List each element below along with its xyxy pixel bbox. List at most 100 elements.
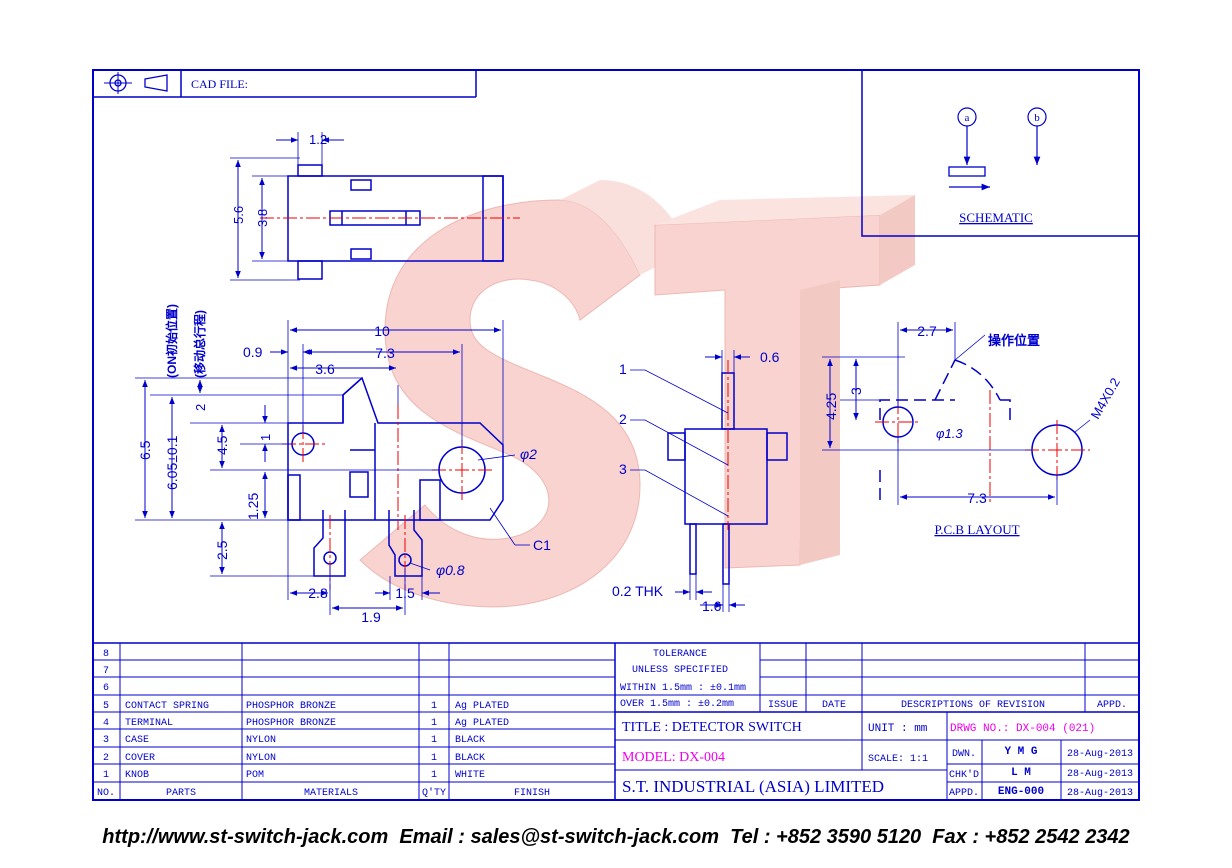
revision-date-header: DATE — [822, 700, 846, 711]
callout-1: 1 — [619, 361, 627, 377]
svg-text:PHOSPHOR BRONZE: PHOSPHOR BRONZE — [246, 718, 336, 729]
svg-text:Ag PLATED: Ag PLATED — [455, 701, 509, 712]
st-watermark-logo — [359, 180, 915, 608]
dim-4-5: 4.5 — [214, 435, 230, 455]
dim-1-25: 1.25 — [245, 493, 261, 520]
tolerance-subtitle: UNLESS SPECIFIED — [632, 665, 728, 676]
svg-text:MATERIALS: MATERIALS — [304, 788, 358, 799]
svg-text:CONTACT SPRING: CONTACT SPRING — [125, 701, 209, 712]
pcb-layout-label: P.C.B LAYOUT — [934, 522, 1019, 537]
bom-header: NO. PARTS MATERIALS Q'TY FINISH — [97, 787, 550, 799]
svg-text:FINISH: FINISH — [514, 788, 550, 799]
pcb-dim-3: 3 — [848, 387, 864, 395]
schematic-box: a b SCHEMATIC — [861, 70, 1139, 237]
dwn-label: DWN. — [952, 749, 976, 760]
chkd-label: CHK'D — [949, 769, 979, 781]
revision-appd-header: APPD. — [1097, 700, 1127, 711]
dim-0-6: 0.6 — [760, 349, 780, 365]
pcb-dim-m4: M4X0.2 — [1088, 375, 1123, 421]
svg-text:1: 1 — [431, 718, 437, 729]
drawing-border — [92, 69, 1140, 801]
svg-text:NO.: NO. — [97, 788, 115, 799]
title-block-grid — [93, 642, 1139, 800]
tolerance-over: OVER 1.5mm : ±0.2mm — [620, 699, 734, 710]
bom-table: 8 7 6 5 CONTACT SPRING PHOSPHOR BRONZE 1… — [97, 649, 550, 799]
svg-text:COVER: COVER — [125, 753, 155, 764]
svg-text:NYLON: NYLON — [246, 753, 276, 764]
svg-text:7: 7 — [103, 666, 109, 677]
schematic-terminal-b: b — [1034, 112, 1040, 124]
svg-text:1: 1 — [431, 701, 437, 712]
bom-row: 3 CASE NYLON 1 BLACK — [103, 735, 485, 746]
svg-text:POM: POM — [246, 770, 264, 781]
cad-file-label: CAD FILE: — [191, 77, 248, 91]
dim-0-2-thk: 0.2 THK — [612, 583, 664, 599]
svg-text:WHITE: WHITE — [455, 770, 485, 781]
callout-3: 3 — [619, 461, 627, 477]
svg-text:PARTS: PARTS — [166, 788, 196, 799]
chkd-date: 28-Aug-2013 — [1067, 769, 1133, 780]
model-label: MODEL: DX-004 — [622, 750, 725, 765]
bom-row: 7 — [103, 666, 109, 677]
svg-text:BLACK: BLACK — [455, 753, 485, 764]
revision-desc-header: DESCRIPTIONS OF REVISION — [901, 700, 1045, 711]
dim-2-5: 2.5 — [214, 540, 230, 560]
dim-7-3: 7.3 — [375, 345, 395, 361]
appd-label: APPD. — [949, 788, 979, 799]
svg-text:TERMINAL: TERMINAL — [125, 718, 173, 729]
pcb-dim-phi1-3: φ1.3 — [936, 426, 963, 441]
svg-text:4: 4 — [103, 718, 109, 729]
svg-text:CASE: CASE — [125, 735, 149, 746]
pcb-operating-position: 操作位置 — [988, 333, 1040, 348]
svg-text:5: 5 — [103, 701, 109, 712]
dim-5-6: 5.6 — [231, 206, 246, 224]
dim-1: 1 — [258, 434, 273, 441]
callout-2: 2 — [619, 411, 627, 427]
pcb-dim-2-7: 2.7 — [917, 323, 937, 339]
company-name: S.T. INDUSTRIAL (ASIA) LIMITED — [622, 777, 884, 796]
projection-symbol-icon — [104, 72, 168, 94]
pcb-dim-7-3: 7.3 — [967, 490, 987, 506]
cad-file-box: CAD FILE: — [93, 70, 477, 98]
bom-row: 1 KNOB POM 1 WHITE — [103, 770, 485, 781]
bom-row: 8 — [103, 649, 109, 660]
svg-text:1: 1 — [103, 770, 109, 781]
svg-text:KNOB: KNOB — [125, 770, 149, 781]
dim-1-5: 1.5 — [395, 585, 415, 601]
svg-text:1: 1 — [431, 753, 437, 764]
dim-c1: C1 — [533, 537, 551, 553]
svg-text:Ag PLATED: Ag PLATED — [455, 718, 509, 729]
contact-footer: http://www.st-switch-jack.com Email : sa… — [102, 826, 1130, 848]
bom-row: 4 TERMINAL PHOSPHOR BRONZE 1 Ag PLATED — [103, 718, 509, 729]
dim-3-8: 3.8 — [255, 209, 270, 227]
svg-text:NYLON: NYLON — [246, 735, 276, 746]
dwn-name: Y M G — [1004, 746, 1037, 758]
pcb-dim-4-25: 4.25 — [823, 393, 839, 420]
svg-text:PHOSPHOR BRONZE: PHOSPHOR BRONZE — [246, 701, 336, 712]
dim-2-8: 2.8 — [308, 585, 328, 601]
drawing-number: DRWG NO.: DX-004 (021) — [950, 723, 1095, 735]
chkd-name: L M — [1011, 767, 1031, 779]
revision-issue-header: ISSUE — [768, 700, 798, 711]
schematic-terminal-a: a — [965, 112, 970, 124]
dim-1-9: 1.9 — [361, 609, 381, 625]
drawing-title: TITLE : DETECTOR SWITCH — [622, 720, 802, 735]
dim-0-9: 0.9 — [243, 344, 263, 360]
svg-text:BLACK: BLACK — [455, 735, 485, 746]
schematic-label: SCHEMATIC — [959, 210, 1033, 225]
appd-date: 28-Aug-2013 — [1067, 788, 1133, 799]
bom-row: 6 — [103, 683, 109, 694]
dim-6-05: 6.05±0.1 — [164, 435, 180, 490]
dim-3-6: 3.6 — [315, 361, 335, 377]
dim-10: 10 — [374, 323, 390, 339]
pcb-layout — [822, 322, 1091, 505]
dim-phi0-8: φ0.8 — [436, 562, 465, 578]
scale-label: SCALE: 1:1 — [868, 754, 928, 765]
svg-text:1: 1 — [431, 770, 437, 781]
total-travel-label: (移动总行程) — [192, 310, 207, 378]
dwn-date: 28-Aug-2013 — [1067, 749, 1133, 760]
appd-name: ENG-000 — [998, 786, 1044, 798]
dim-6-5: 6.5 — [137, 440, 153, 460]
svg-text:3: 3 — [103, 735, 109, 746]
